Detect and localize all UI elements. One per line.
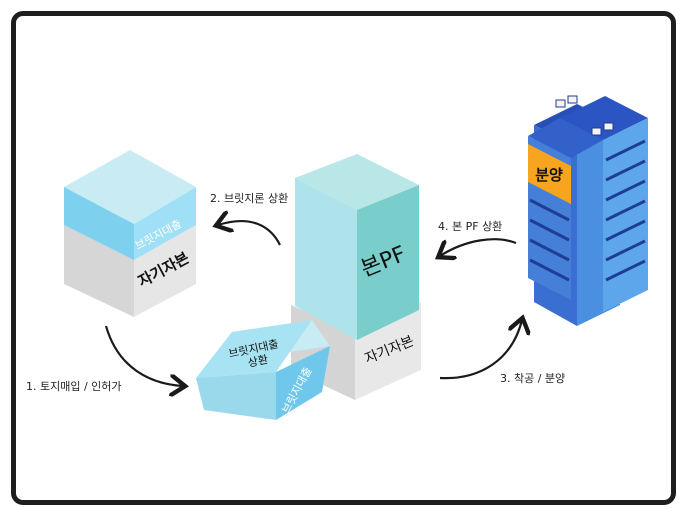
building-front-right — [603, 118, 648, 312]
left-blue-right-face — [134, 187, 196, 260]
roof-unit — [591, 127, 602, 136]
left-bottom-left-face — [64, 225, 134, 317]
tilted-side-face — [276, 346, 330, 420]
building-roof-front — [560, 96, 648, 140]
tilted-front-line-2: 상환 — [247, 353, 270, 370]
building-window-bands — [529, 139, 646, 282]
step3-label: 3. 착공 / 분양 — [500, 372, 566, 385]
tilted-bottom-face — [196, 372, 276, 420]
arrow-step3 — [439, 320, 522, 380]
building: 분양 — [528, 95, 648, 326]
building-sign-label: 분양 — [535, 166, 563, 184]
step1-label: 1. 토지매입 / 인허가 — [26, 380, 122, 393]
roof-unit — [555, 99, 566, 108]
middle-stack: 본PF 자기자본 — [291, 154, 421, 400]
tilted-front-face — [196, 320, 312, 378]
arrow-step1 — [104, 325, 183, 386]
left-top-face — [64, 150, 196, 224]
building-ledge — [528, 118, 603, 158]
step4-label: 4. 본 PF 상환 — [438, 220, 503, 233]
tilted-block: 브릿지대출 상환 브릿지대출 — [196, 320, 330, 420]
left-bottom-right-face — [134, 225, 196, 317]
building-sign — [528, 144, 571, 204]
arrow-step4 — [440, 238, 517, 256]
arrow-step2 — [218, 221, 281, 246]
step2-label: 2. 브릿지론 상환 — [210, 192, 289, 205]
roof-unit — [567, 95, 578, 104]
middle-top-face — [295, 154, 419, 210]
middle-right-face — [357, 185, 419, 340]
left-stack: 브릿지대출 자기자본 — [64, 150, 196, 317]
roof-unit — [603, 122, 614, 131]
left-blue-left-face — [64, 187, 134, 260]
middle-left-face — [295, 178, 357, 340]
